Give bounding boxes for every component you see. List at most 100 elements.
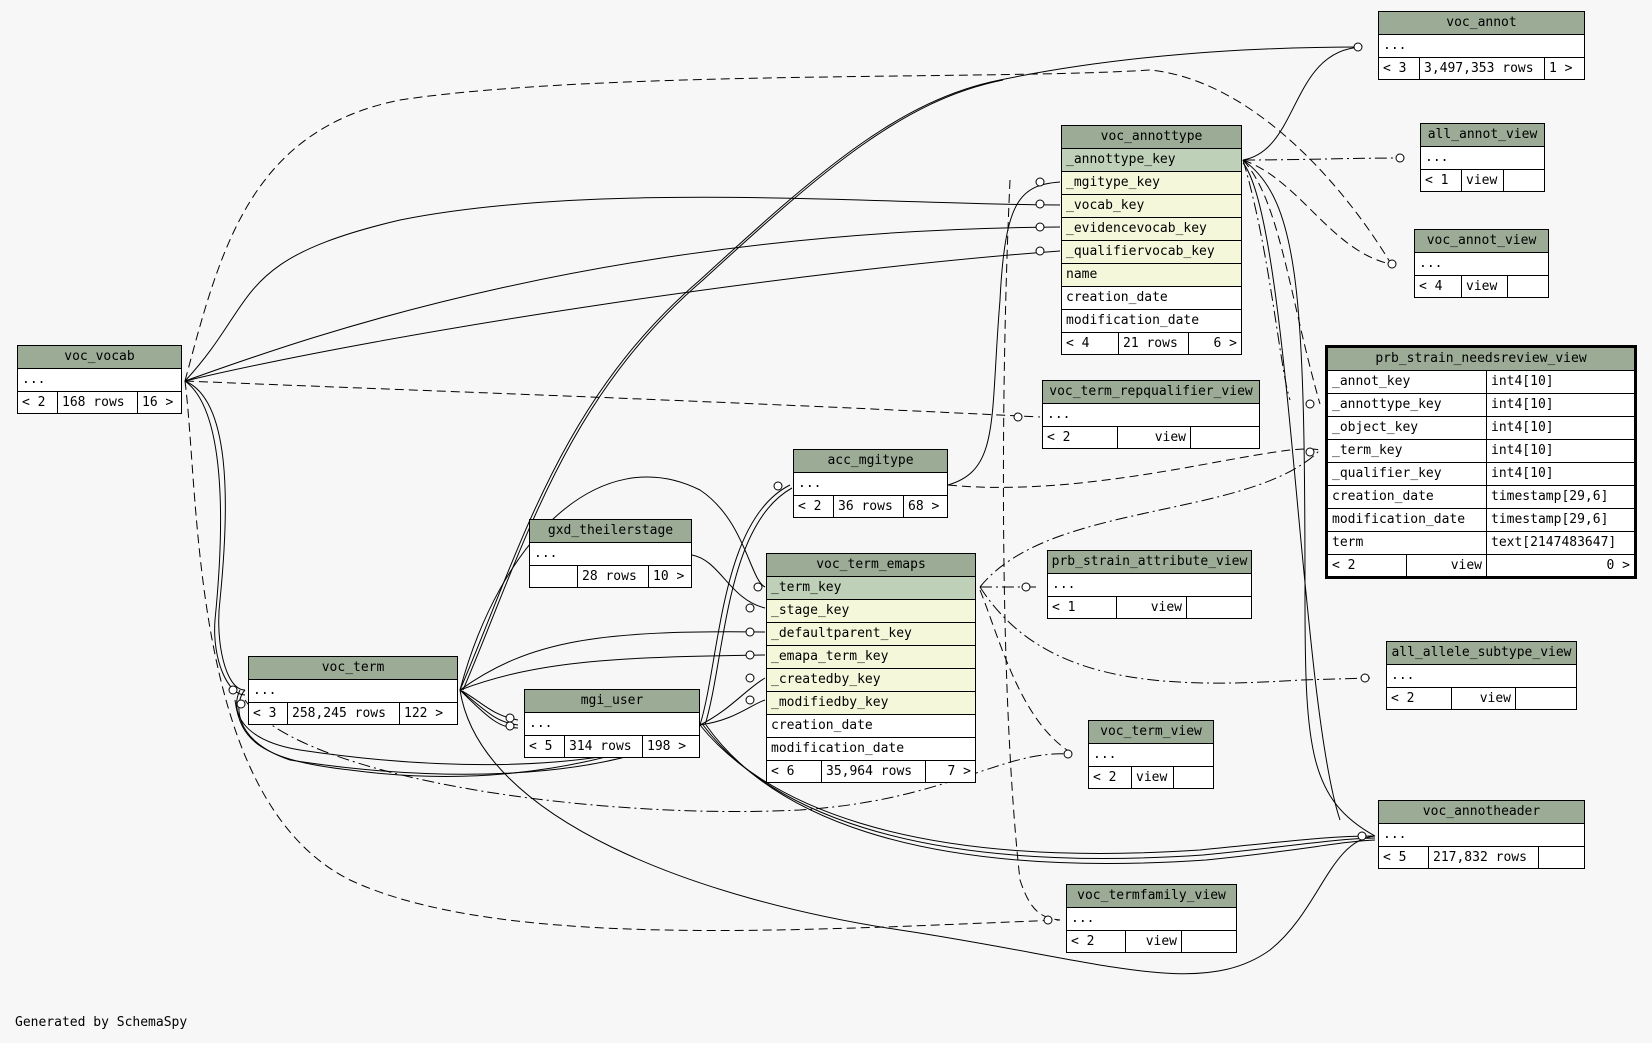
children-count[interactable]: 6 > [1188,333,1241,354]
parents-count[interactable]: < 2 [798,499,822,514]
table-footer: 28 rows 10 > [530,566,691,587]
table-voc-annotheader[interactable]: voc_annotheader ... < 5 217,832 rows [1378,800,1585,869]
table-ellipsis: ... [1415,253,1548,276]
table-title: all_annot_view [1421,124,1544,147]
parents-count[interactable]: < 4 [1066,336,1090,351]
edge-user-annotheader-2 [702,724,1376,859]
table-voc-vocab[interactable]: voc_vocab ... < 2 168 rows 16 > [17,345,182,414]
table-ellipsis: ... [249,680,457,703]
parents-count[interactable]: < 4 [1419,279,1443,294]
table-all-allele-subtype-view[interactable]: all_allele_subtype_view ... < 2 view [1386,641,1577,710]
table-voc-term[interactable]: voc_term ... < 3 258,245 rows 122 > [248,656,458,725]
parents-count[interactable]: < 3 [1383,61,1407,76]
edge-vocab-repqualifier [184,380,1041,418]
generated-by-footer: Generated by SchemaSpy [15,1015,188,1030]
table-title: voc_vocab [18,346,181,369]
children-count [1507,276,1548,297]
table-prb-strain-attribute-view[interactable]: prb_strain_attribute_view ... < 1 view [1047,550,1252,619]
children-count[interactable]: 198 > [642,736,699,757]
column-row: modification_date [1062,310,1241,333]
edge-annottype-annotheader [1242,159,1376,837]
table-voc-annot[interactable]: voc_annot ... < 3 3,497,353 rows 1 > [1378,11,1585,80]
parents-count[interactable]: < 6 [771,764,795,779]
edge-vocab-term-2 [184,380,246,696]
edge-term-annotheader [459,689,1376,975]
table-ellipsis: ... [1379,35,1584,58]
table-title: voc_term_emaps [767,554,975,577]
children-count[interactable]: 10 > [648,566,691,587]
parents-count[interactable]: < 2 [22,395,46,410]
table-all-annot-view[interactable]: all_annot_view ... < 1 view [1420,123,1545,192]
parents-count[interactable]: < 5 [1383,850,1407,865]
column-row: _vocab_key [1062,195,1241,218]
table-ellipsis: ... [1048,574,1251,597]
parents-count[interactable]: < 5 [529,739,553,754]
edge-term-annot [459,46,1363,691]
table-title: all_allele_subtype_view [1387,642,1576,665]
children-count[interactable]: 0 > [1486,555,1634,576]
parents-count[interactable]: < 2 [1391,691,1415,706]
parents-count[interactable]: < 2 [1093,770,1117,785]
children-count[interactable]: 1 > [1544,58,1584,79]
table-title: voc_annottype [1062,126,1241,149]
parents-count[interactable]: < 1 [1052,600,1076,615]
edge-user-annotheader-3 [705,724,1376,864]
parents-count[interactable]: < 1 [1425,173,1449,188]
column-type: int4[10] [1486,394,1554,416]
column-type: int4[10] [1486,463,1554,485]
column-row: creation_date [767,715,975,738]
column-row: _term_key [767,577,975,600]
table-footer: < 3 3,497,353 rows 1 > [1379,58,1584,79]
row-count: 217,832 rows [1428,847,1538,868]
table-ellipsis: ... [1089,744,1213,767]
table-ellipsis: ... [1387,665,1576,688]
view-label: view [1125,931,1181,952]
table-voc-annot-view[interactable]: voc_annot_view ... < 4 view [1414,229,1549,298]
table-footer: < 2 view [1043,427,1259,448]
table-title: voc_annotheader [1379,801,1584,824]
table-title: gxd_theilerstage [530,520,691,543]
table-ellipsis: ... [1421,147,1544,170]
children-count[interactable]: 7 > [925,761,975,782]
table-voc-annottype[interactable]: voc_annottype _annottype_key _mgitype_ke… [1061,125,1242,355]
parents-count[interactable]: < 2 [1332,558,1356,573]
table-voc-term-emaps[interactable]: voc_term_emaps _term_key _stage_key _def… [766,553,976,783]
table-title: voc_term_view [1089,721,1213,744]
column-name: _term_key [1332,443,1403,458]
table-ellipsis: ... [794,473,947,496]
parents-count[interactable]: < 2 [1071,934,1095,949]
table-footer: < 1 view [1048,597,1251,618]
table-ellipsis: ... [1067,908,1236,931]
children-count[interactable]: 122 > [399,703,457,724]
table-acc-mgitype[interactable]: acc_mgitype ... < 2 36 rows 68 > [793,449,948,518]
table-voc-term-repqualifier-view[interactable]: voc_term_repqualifier_view ... < 2 view [1042,380,1260,449]
edge-term-annot-2 [462,79,1004,691]
table-footer: < 2 168 rows 16 > [18,392,181,413]
table-footer: < 1 view [1421,170,1544,191]
children-count[interactable]: 16 > [137,392,181,413]
table-voc-term-view[interactable]: voc_term_view ... < 2 view [1088,720,1214,789]
table-gxd-theilerstage[interactable]: gxd_theilerstage ... 28 rows 10 > [529,519,692,588]
table-title: voc_annot [1379,12,1584,35]
table-voc-termfamily-view[interactable]: voc_termfamily_view ... < 2 view [1066,884,1237,953]
table-mgi-user[interactable]: mgi_user ... < 5 314 rows 198 > [524,689,700,758]
table-title: voc_term_repqualifier_view [1043,381,1259,404]
parents-count[interactable]: < 2 [1047,430,1071,445]
column-row: modification_date [767,738,975,761]
column-type: int4[10] [1486,440,1554,462]
parents-count[interactable]: < 3 [253,706,277,721]
children-count [1538,847,1584,868]
table-footer: < 2 36 rows 68 > [794,496,947,517]
edge-annottype-allannotview [1242,157,1405,161]
row-count: 35,964 rows [821,761,925,782]
children-count[interactable]: 68 > [903,496,947,517]
table-ellipsis: ... [525,713,699,736]
children-count [1173,767,1213,788]
edge-term-emapa [459,654,766,691]
